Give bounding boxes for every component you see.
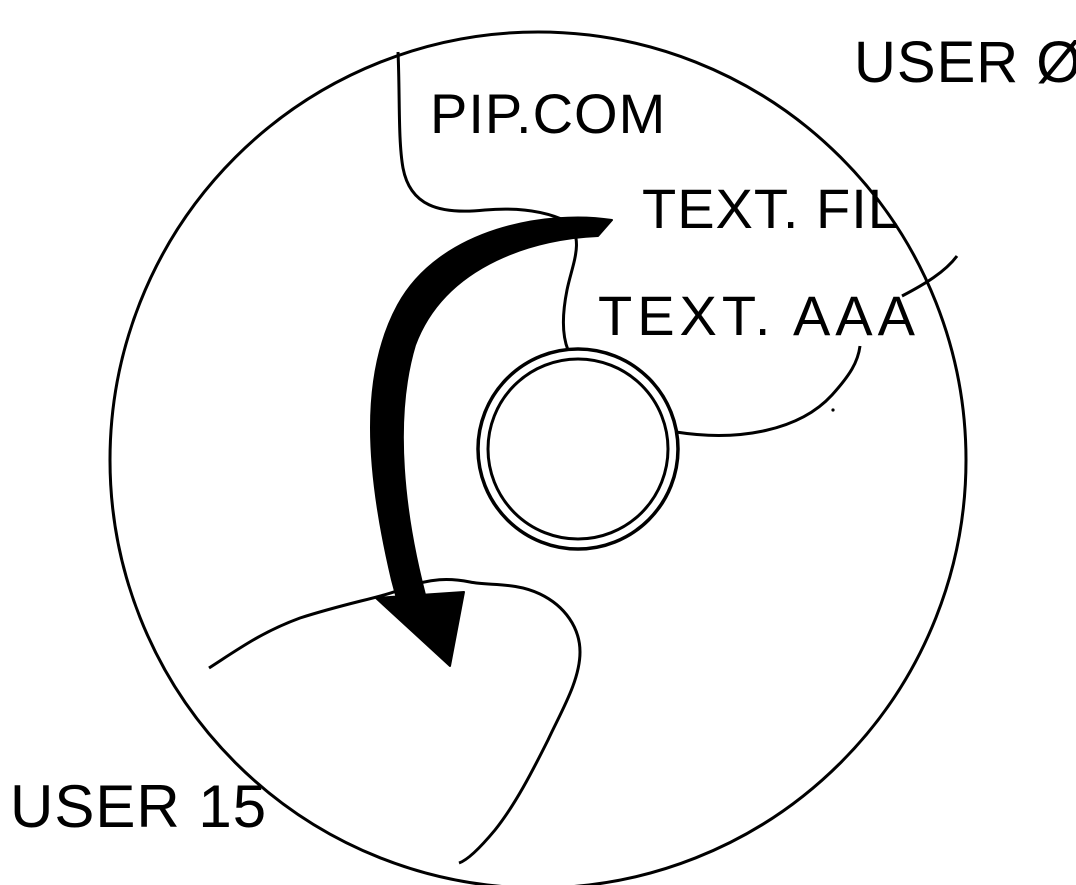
disk-hub <box>476 347 680 551</box>
hub-inner-ring <box>486 357 670 541</box>
boundary-textfil <box>561 220 578 351</box>
boundary-user15 <box>208 578 582 865</box>
boundary-pipcom <box>396 51 569 224</box>
hub-outer-ring <box>476 347 680 551</box>
label-user-start: USER Ø <box>854 30 1076 95</box>
boundary-upper-right <box>901 255 959 298</box>
boundary-textaaa <box>675 345 862 437</box>
label-file-pipcom: PIP.COM <box>430 82 666 145</box>
arrow-head <box>375 591 465 667</box>
label-file-textaaa: TEXT. AAA <box>598 284 920 347</box>
arrow-shaft <box>370 216 613 611</box>
speck-mark <box>831 408 835 412</box>
label-file-textfil: TEXT. FIL <box>642 177 900 240</box>
arrow-icon <box>370 216 613 667</box>
disk-outline <box>108 30 968 885</box>
label-user-end: USER 15 <box>10 773 267 840</box>
